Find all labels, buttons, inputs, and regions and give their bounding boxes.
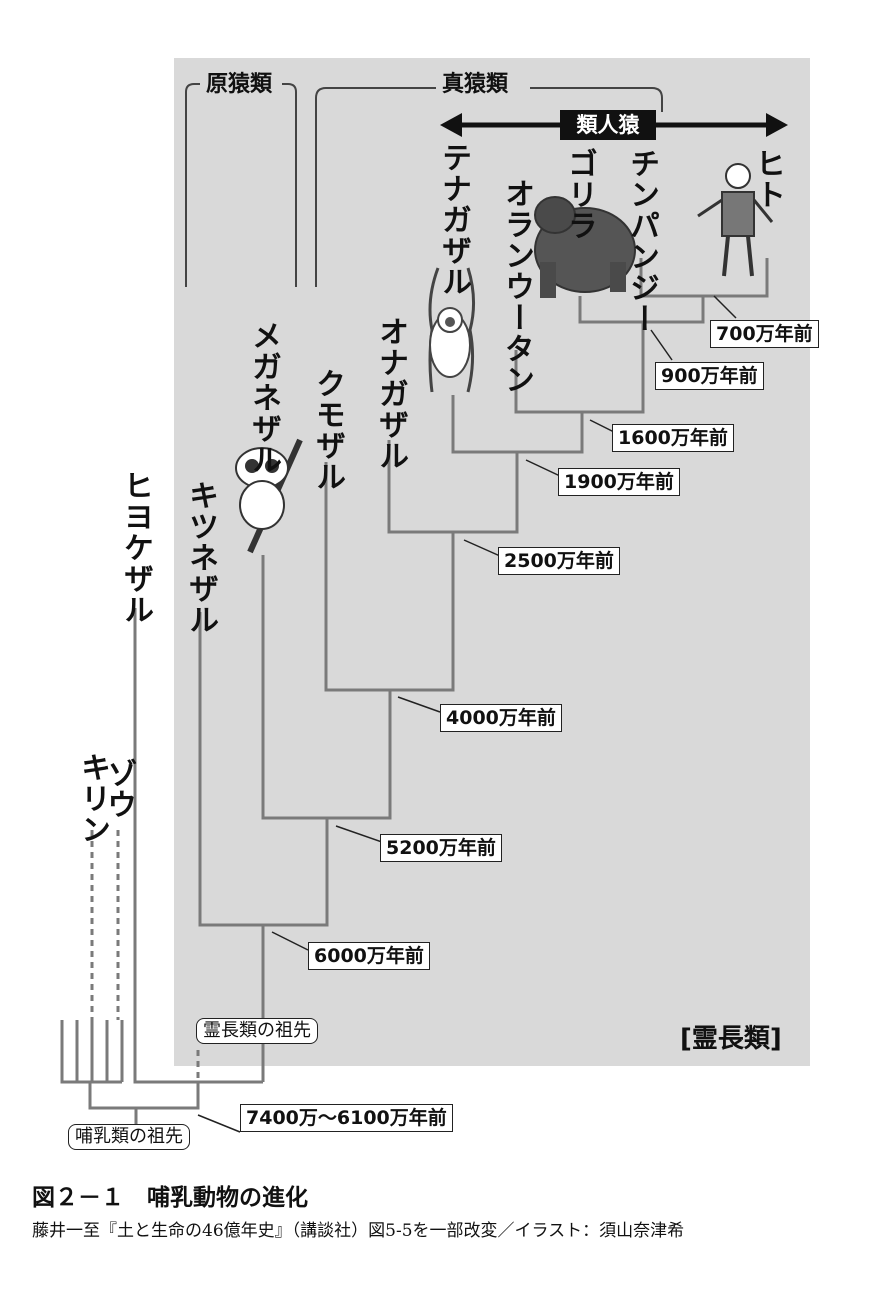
mammal-ancestor-label: 哺乳類の祖先	[68, 1124, 190, 1150]
apes-label: 類人猿	[576, 113, 640, 137]
divergence-2500: 2500万年前	[498, 547, 620, 575]
callout-leaders	[197, 295, 737, 1133]
divergence-700: 700万年前	[710, 320, 819, 348]
dashed-branches	[90, 830, 200, 1082]
species-old-world-monkey: オナガザル	[373, 316, 408, 471]
divergence-4000: 4000万年前	[440, 704, 562, 732]
species-gorilla: ゴリラ	[562, 148, 597, 241]
tarsier-icon	[235, 438, 303, 554]
figure-caption: 藤井一至『土と生命の46億年史』（講談社）図5-5を一部改変／イラスト：須山奈津…	[32, 1221, 685, 1241]
primates-label: [霊長類]	[680, 1024, 782, 1054]
apes-label-bg	[560, 110, 656, 140]
gibbon-icon	[428, 267, 475, 393]
primates-panel	[174, 58, 810, 1066]
phylogeny-branches	[60, 258, 769, 1124]
divergence-1900: 1900万年前	[558, 468, 680, 496]
simians-bracket	[315, 87, 436, 287]
simians-bracket-right	[530, 87, 663, 112]
species-human: ヒト	[750, 148, 785, 210]
species-colugo: ヒヨケザル	[118, 470, 153, 625]
apes-arrow-right-head	[766, 113, 788, 137]
prosimians-bracket-right	[282, 83, 297, 287]
prosimians-label: 原猿類	[200, 72, 279, 98]
species-spider-monkey: クモザル	[310, 368, 345, 492]
simians-label: 真猿類	[436, 72, 515, 98]
divergence-7400: 7400万〜6100万年前	[240, 1104, 453, 1132]
divergence-900: 900万年前	[655, 362, 764, 390]
divergence-5200: 5200万年前	[380, 834, 502, 862]
species-giraffe: キリン	[75, 752, 110, 845]
gorilla-icon	[534, 196, 636, 298]
apes-arrow-left-head	[440, 113, 462, 137]
figure-title: 図２－１ 哺乳動物の進化	[32, 1185, 308, 1211]
primate-ancestor-label: 霊長類の祖先	[196, 1018, 318, 1044]
prosimians-bracket	[185, 83, 202, 287]
species-orangutan: オランウータン	[499, 178, 534, 395]
divergence-1600: 1600万年前	[612, 424, 734, 452]
species-tarsier: メガネザル	[246, 320, 281, 475]
species-elephant: ゾウ	[101, 758, 136, 820]
divergence-6000: 6000万年前	[308, 942, 430, 970]
species-chimpanzee: チンパンジー	[624, 148, 659, 334]
species-lemur: キツネザル	[183, 480, 218, 635]
human-icon	[697, 163, 774, 277]
species-gibbon: テナガザル	[436, 142, 471, 297]
